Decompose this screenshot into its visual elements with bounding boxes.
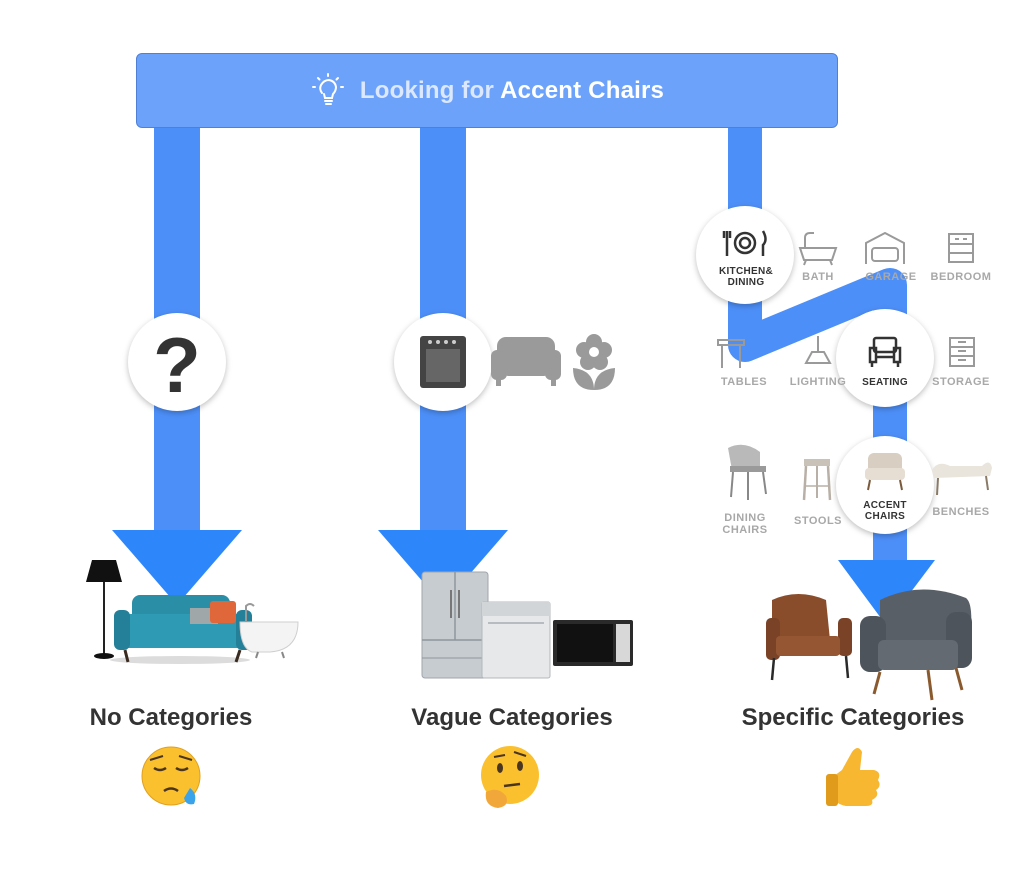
accent-chair-photo: [865, 453, 905, 491]
category-kitchen-dining-line1: KITCHEN&: [718, 266, 774, 277]
column-title-specific-categories: Specific Categories: [741, 704, 965, 731]
accent-chairs-image: [766, 589, 972, 701]
armchair-icon: [868, 336, 902, 367]
svg-text:?: ?: [153, 321, 201, 409]
dresser-icon: [948, 233, 974, 263]
category-kitchen-dining-line2: DINING: [727, 277, 765, 288]
lightbulb-icon: [311, 72, 344, 105]
category-accent-chairs[interactable]: ACCENT CHAIRS: [845, 500, 925, 522]
dining-chair-photo: [728, 444, 767, 500]
bench-photo: [932, 462, 992, 496]
category-dining-chairs-line1: DINING: [724, 512, 766, 524]
appliances-image: [421, 571, 633, 679]
banner-title: Looking for Accent Chairs: [360, 77, 664, 105]
category-bath[interactable]: BATH: [802, 271, 834, 283]
banner-emphasis: Accent Chairs: [500, 76, 665, 104]
column-title-vague-categories: Vague Categories: [411, 704, 613, 731]
category-bedroom[interactable]: BEDROOM: [930, 271, 992, 283]
query-banner: Looking for Accent Chairs: [136, 53, 838, 128]
category-dining-chairs-line2: CHAIRS: [722, 524, 768, 536]
category-seating[interactable]: SEATING: [862, 377, 908, 388]
node-circle-accent-chairs: [836, 436, 934, 534]
category-storage[interactable]: STORAGE: [932, 376, 990, 388]
category-tables[interactable]: TABLES: [720, 376, 768, 388]
thinking-face-emoji-icon: [481, 746, 539, 808]
category-dining-chairs[interactable]: DINING CHAIRS: [705, 512, 785, 536]
category-accent-chairs-line1: ACCENT: [863, 500, 907, 511]
bathtub-icon: [798, 232, 838, 266]
category-kitchen-dining[interactable]: KITCHEN& DINING: [706, 266, 786, 288]
plate-cutlery-icon: [722, 230, 767, 256]
node-circle-question: [128, 313, 226, 411]
sofa-icon: [491, 337, 561, 386]
cabinet-icon: [949, 337, 975, 367]
flower-icon: [573, 334, 615, 390]
category-stools[interactable]: STOOLS: [793, 515, 843, 527]
category-accent-chairs-line2: CHAIRS: [864, 511, 906, 522]
category-benches[interactable]: BENCHES: [932, 506, 990, 518]
table-icon: [717, 339, 745, 368]
stool-photo: [802, 459, 832, 501]
question-icon: ?: [153, 321, 201, 409]
node-circle-kitchen: [696, 206, 794, 304]
living-room-image: [86, 560, 299, 664]
category-garage[interactable]: GARAGE: [865, 271, 917, 283]
sleepy-face-emoji-icon: [141, 746, 201, 806]
oven-icon: [420, 336, 466, 388]
category-lighting[interactable]: LIGHTING: [789, 376, 847, 388]
banner-prefix: Looking for: [359, 76, 495, 104]
thumbs-up-emoji-icon: [826, 748, 880, 806]
lamp-icon: [804, 336, 832, 364]
garage-icon: [865, 231, 905, 264]
column-title-no-categories: No Categories: [89, 704, 253, 731]
